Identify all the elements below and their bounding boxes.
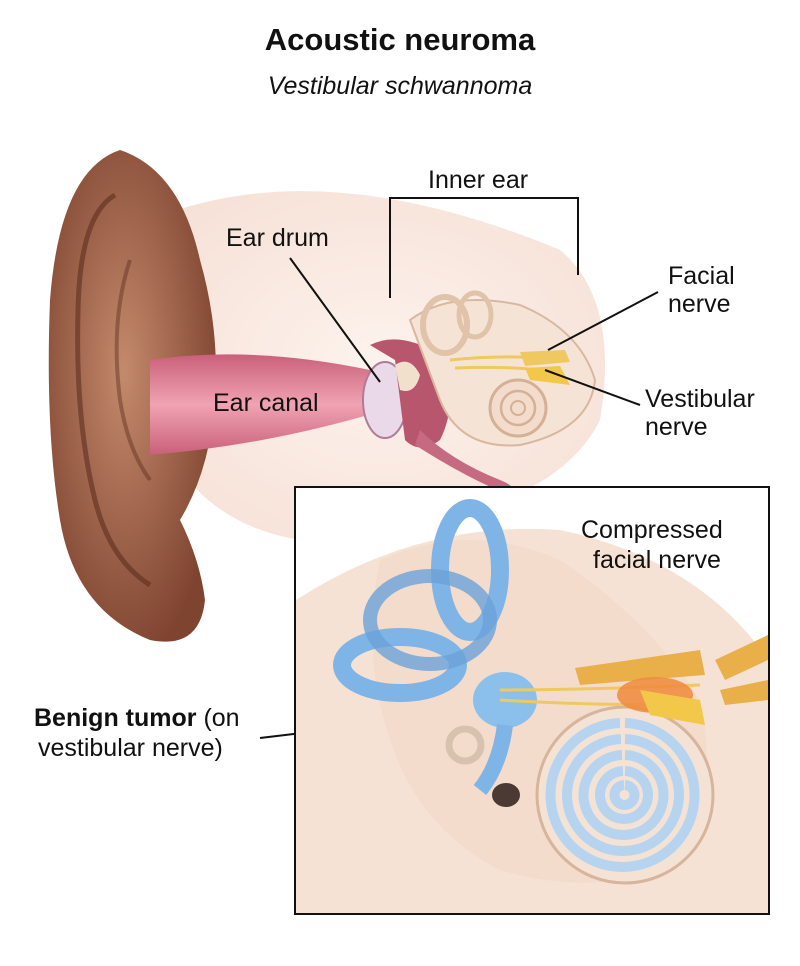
label-inner-ear: Inner ear	[428, 166, 529, 194]
label-benign-tumor-rest: (on	[196, 704, 240, 732]
page-title: Acoustic neuroma	[264, 22, 536, 57]
label-vestibular-nerve-line1: Vestibular	[645, 385, 755, 413]
label-compressed-line1: Compressed	[581, 516, 723, 544]
label-vestibular-nerve-line2: nerve	[645, 413, 708, 441]
page-subtitle: Vestibular schwannoma	[267, 72, 533, 100]
label-facial-nerve-line1: Facial	[668, 262, 735, 290]
label-ear-drum: Ear drum	[226, 224, 329, 252]
ear-canal	[150, 354, 385, 455]
label-benign-tumor-bold: Benign tumor	[34, 704, 197, 732]
inset-panel	[294, 486, 770, 915]
inner-ear-bracket	[389, 197, 579, 298]
label-benign-tumor-line2: vestibular nerve)	[38, 734, 223, 762]
label-benign-tumor-line1: Benign tumor (on	[34, 703, 240, 733]
outer-ear	[48, 150, 216, 642]
inner-ear-small	[408, 290, 597, 447]
label-facial-nerve-line2: nerve	[668, 290, 731, 318]
label-compressed-line2: facial nerve	[593, 546, 721, 574]
label-ear-canal: Ear canal	[213, 389, 319, 417]
